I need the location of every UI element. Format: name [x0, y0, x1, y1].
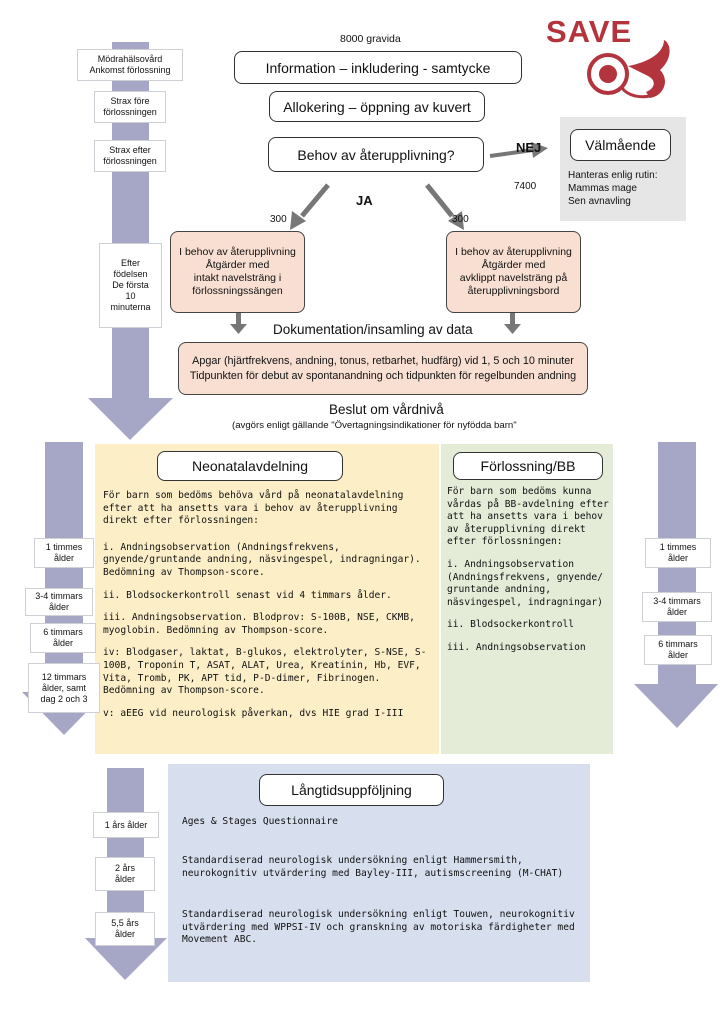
left-count: 300: [270, 214, 287, 225]
neonatal-body: För barn som bedöms behöva vård på neona…: [103, 490, 433, 730]
timeline-left-label-2: 3-4 timmars ålder: [25, 588, 93, 616]
decision-subtitle: (avgörs enligt gällande "Övertagningsind…: [232, 420, 517, 431]
neonatal-item-5: v: aEEG vid neurologisk påverkan, dvs HI…: [103, 707, 404, 719]
arm-cut-cord: I behov av återupplivning Åtgärder med a…: [446, 231, 581, 313]
timeline-bottom-label-3: 5,5 års ålder: [95, 912, 155, 946]
timeline-arrow-bottom: [85, 768, 167, 980]
right-count: 300: [452, 214, 469, 225]
arrow-doc-left: [230, 312, 247, 334]
step-resuscitation-question-label: Behov av återupplivning?: [297, 146, 455, 163]
maternity-panel: Förlossning/BB För barn som bedöms kunna…: [441, 444, 613, 754]
timeline-top-label-4: Efter födelsen De första 10 minuterna: [99, 243, 162, 328]
maternity-intro: För barn som bedöms kunna vårdas på BB-a…: [447, 486, 609, 548]
total-count: 8000 gravida: [340, 33, 401, 45]
save-logo-emblem: [587, 40, 670, 99]
followup-panel: Långtidsuppföljning Ages & Stages Questi…: [168, 764, 590, 982]
neonatal-title-label: Neonatalavdelning: [192, 458, 308, 474]
step-allocation: Allokering – öppning av kuvert: [269, 91, 485, 122]
neonatal-title: Neonatalavdelning: [157, 451, 343, 481]
wellbeing-text: Hanteras enlig rutin: Mammas mage Sen av…: [568, 170, 658, 207]
arrow-yes-left: [290, 183, 330, 230]
followup-title-label: Långtidsuppföljning: [291, 782, 412, 798]
maternity-body: För barn som bedöms kunna vårdas på BB-a…: [447, 486, 611, 665]
documentation-title: Dokumentation/insamling av data: [273, 322, 473, 337]
neonatal-panel: Neonatalavdelning För barn som bedöms be…: [95, 444, 439, 754]
no-label: NEJ: [516, 140, 542, 155]
timeline-top-label-2: Strax före förlossningen: [94, 91, 166, 123]
wellbeing-panel: Välmående Hanteras enlig rutin: Mammas m…: [560, 117, 686, 221]
arrow-yes-right: [425, 183, 464, 230]
neonatal-item-4: iv: Blodgaser, laktat, B-glukos, elektro…: [103, 647, 427, 697]
documentation-box: Apgar (hjärtfrekvens, andning, tonus, re…: [178, 342, 588, 395]
maternity-item-1: i. Andningsobservation (Andningsfrekvens…: [447, 558, 603, 608]
timeline-bottom-label-1: 1 års ålder: [93, 812, 159, 838]
yes-label: JA: [356, 193, 373, 208]
timeline-right-label-3: 6 timmars ålder: [644, 635, 712, 665]
followup-item-2: Standardiserad neurologisk undersökning …: [182, 855, 564, 879]
neonatal-item-2: ii. Blodsockerkontroll senast vid 4 timm…: [103, 589, 392, 601]
followup-item-3: Standardiserad neurologisk undersökning …: [182, 909, 575, 946]
timeline-top-label-3: Strax efter förlossningen: [94, 140, 166, 172]
timeline-left-label-3: 6 timmars ålder: [30, 623, 96, 653]
followup-title: Långtidsuppföljning: [259, 774, 444, 806]
save-logo-text: SAVE: [546, 14, 633, 49]
timeline-right-label-1: 1 timmes ålder: [645, 538, 711, 568]
step-information-consent: Information – inkludering - samtycke: [234, 51, 522, 84]
neonatal-item-1: i. Andningsobservation (Andningsfrekvens…: [103, 541, 421, 578]
timeline-arrow-right: [634, 442, 718, 728]
step-resuscitation-question: Behov av återupplivning?: [268, 137, 484, 172]
timeline-bottom-label-2: 2 års ålder: [95, 857, 155, 891]
arm-intact-cord: I behov av återupplivning Åtgärder med i…: [170, 231, 305, 313]
timeline-top-label-1: Mödrahälsovård Ankomst förlossning: [77, 49, 183, 81]
decision-title: Beslut om vårdnivå: [329, 402, 444, 417]
followup-item-1: Ages & Stages Questionnaire: [182, 816, 338, 827]
arrow-doc-right: [504, 312, 521, 334]
step-information-consent-label: Information – inkludering - samtycke: [265, 59, 491, 76]
timeline-left-label-4: 12 timmars ålder, samt dag 2 och 3: [28, 663, 100, 713]
maternity-title-label: Förlossning/BB: [480, 458, 576, 474]
wellbeing-title-label: Välmående: [585, 137, 656, 153]
timeline-left-label-1: 1 timmes ålder: [34, 538, 94, 568]
wellbeing-title: Välmående: [570, 129, 671, 161]
step-allocation-label: Allokering – öppning av kuvert: [283, 98, 471, 115]
arrow-no: [489, 142, 548, 158]
maternity-title: Förlossning/BB: [453, 452, 603, 480]
maternity-item-3: iii. Andningsobservation: [447, 641, 586, 653]
neonatal-item-3: iii. Andningsobservation. Blodprov: S-10…: [103, 612, 415, 636]
neonatal-intro: För barn som bedöms behöva vård på neona…: [103, 490, 404, 527]
maternity-item-2: ii. Blodsockerkontroll: [447, 619, 575, 631]
no-count: 7400: [514, 181, 537, 192]
timeline-right-label-2: 3-4 timmars ålder: [642, 592, 712, 622]
